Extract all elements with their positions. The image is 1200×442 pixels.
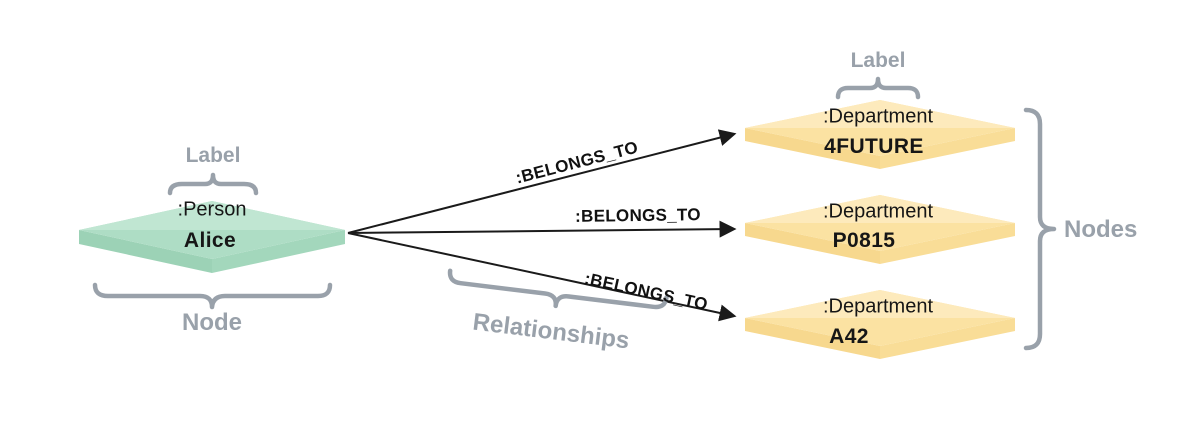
department-node-name: A42	[829, 325, 869, 348]
department-node-name: 4FUTURE	[824, 135, 924, 158]
department-node-label: :Department	[822, 105, 934, 128]
department-node-shape-1	[745, 100, 1015, 169]
person-node-label: :Person	[177, 198, 247, 221]
department-node-shape-3	[745, 290, 1015, 359]
department-label-brace	[835, 76, 921, 100]
nodes-brace	[1023, 107, 1057, 351]
relationships-brace	[447, 268, 669, 310]
person-node-name: Alice	[183, 229, 237, 252]
department-node-label: :Department	[822, 295, 934, 318]
node-brace	[92, 282, 333, 310]
department-node-name: P0815	[832, 229, 896, 252]
relationship-arrow-1	[347, 129, 737, 234]
department-label-caption: Label	[850, 49, 906, 72]
person-label-brace	[167, 172, 259, 196]
department-node-shape-2	[745, 195, 1015, 264]
relationship-arrow-3	[347, 232, 737, 322]
relationship-type-label: :BELONGS_TO	[574, 205, 702, 226]
person-label-caption: Label	[185, 144, 241, 167]
node-caption: Node	[182, 309, 242, 336]
relationship-arrow-2	[347, 220, 737, 238]
department-node-label: :Department	[822, 200, 934, 223]
nodes-caption: Nodes	[1064, 216, 1138, 243]
person-node-shape	[79, 201, 345, 273]
